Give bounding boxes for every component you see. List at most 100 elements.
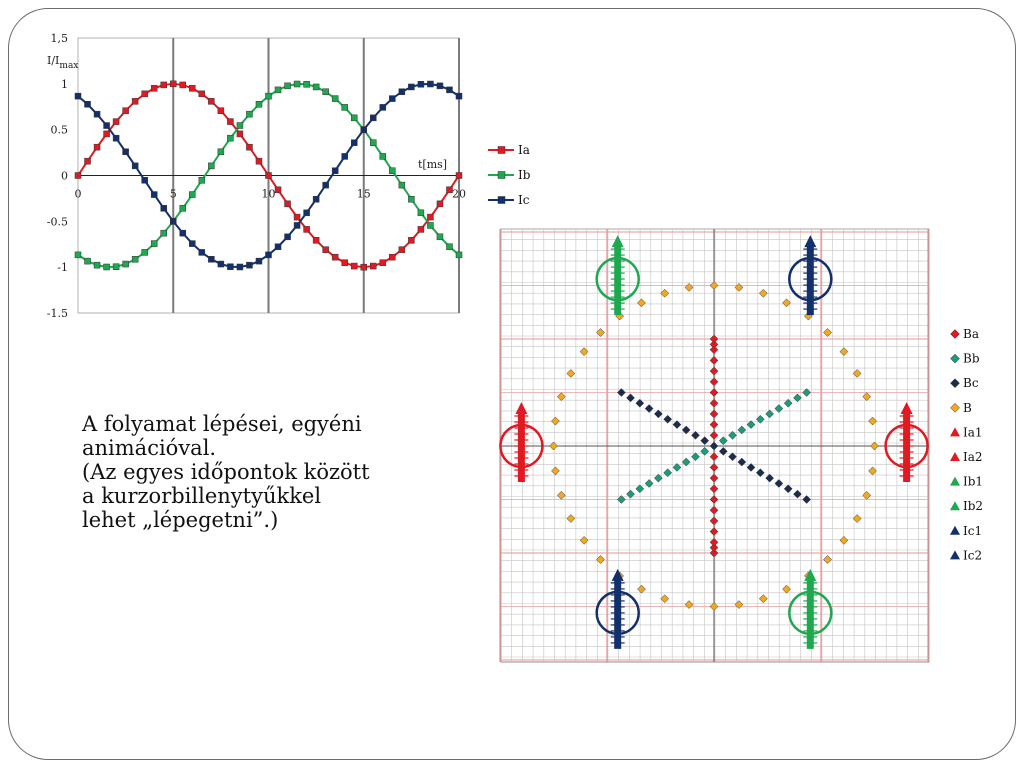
field-point-B [684,600,694,609]
data-point [379,104,387,111]
data-point [74,92,82,100]
data-point [179,205,187,212]
y-tick-label: -0.5 [47,215,68,228]
field-point-B [734,283,744,292]
field-point-Bb [654,473,663,483]
data-point [417,209,425,217]
field-point-Ba [709,537,719,547]
field-point-Bb [783,398,793,408]
data-point [198,177,206,184]
data-point [322,181,329,189]
field-point-Bb [765,409,774,419]
data-point [312,195,320,203]
data-point [246,110,253,118]
field-point-B [852,514,862,523]
data-point [227,118,234,125]
y-tick-label: 1,5 [51,32,69,45]
data-point [131,256,139,263]
data-point [284,82,291,90]
data-point [379,153,387,160]
data-point [255,257,263,265]
legend-label: Bb [963,352,980,366]
data-point [427,80,434,88]
field-point-B [549,441,558,451]
data-point [122,260,129,268]
field-point-Bc [654,409,663,419]
field-point-Bb [626,489,635,499]
legend-marker [950,476,960,486]
conductor-arrow-Ia2 [900,402,913,414]
data-point [446,86,453,94]
field-point-Bb [635,484,645,494]
field-point-B [852,369,862,378]
data-point [170,80,177,88]
data-point [131,98,139,105]
x-axis-label: t[ms] [418,158,447,171]
field-point-Ba [709,548,719,558]
data-point [293,213,301,221]
legend-label: Ia [518,143,530,157]
data-point [360,263,367,271]
field-point-B [823,555,832,564]
field-point-B [556,392,566,402]
field-point-Bc [793,489,802,499]
data-point [112,263,120,270]
data-point [322,246,329,253]
field-point-Bc [765,473,774,483]
x-tick-label: 10 [262,188,276,201]
field-point-Bb [728,430,737,440]
field-point-Bb [802,388,812,397]
data-point [208,256,215,263]
field-point-Bc [709,441,719,451]
field-point-B [684,283,694,292]
field-point-B [868,466,877,476]
legend-marker [950,353,960,364]
data-point [350,139,358,146]
field-point-Bc [691,430,700,440]
data-point [389,167,396,174]
data-point [150,191,158,198]
data-point [103,122,110,129]
data-point [284,200,291,208]
field-point-Bb [681,457,691,467]
data-point [189,85,196,92]
field-point-Bc [626,393,635,403]
data-point [131,162,139,170]
data-point [455,251,463,259]
field-point-Ba [709,388,719,397]
legend-label: Ib1 [963,475,983,489]
field-point-Ba [709,339,719,349]
field-point-Bc [802,495,812,504]
field-point-Bb [793,393,802,403]
description-line: a kurzorbillenytyűkkel [82,484,322,508]
data-point [160,229,167,237]
data-point [417,226,425,233]
data-point [84,257,91,265]
legend-label: Ic [518,193,530,207]
data-point [284,233,291,241]
field-point-Ba [709,356,719,365]
data-point [293,222,301,229]
data-point [312,83,320,91]
field-point-Ba [709,409,719,419]
data-point [112,134,120,142]
data-point [255,101,263,108]
field-point-Bb [663,468,673,478]
description-line: A folyamat lépései, egyéni [82,412,362,436]
data-point [398,246,406,253]
data-point [227,134,234,142]
field-point-Bb [691,452,700,462]
legend-label: Ib [518,168,531,182]
field-point-Ba [709,377,719,387]
data-point [103,130,110,138]
legend-label: Bc [963,376,979,390]
data-point [122,107,129,114]
data-point [84,157,91,165]
field-point-Bb [672,463,682,472]
data-point [331,167,339,174]
description-line: (Az egyes időpontok között [82,460,370,484]
data-point [331,253,339,261]
field-point-Ba [709,527,719,536]
legend-label: Ic1 [963,524,982,538]
